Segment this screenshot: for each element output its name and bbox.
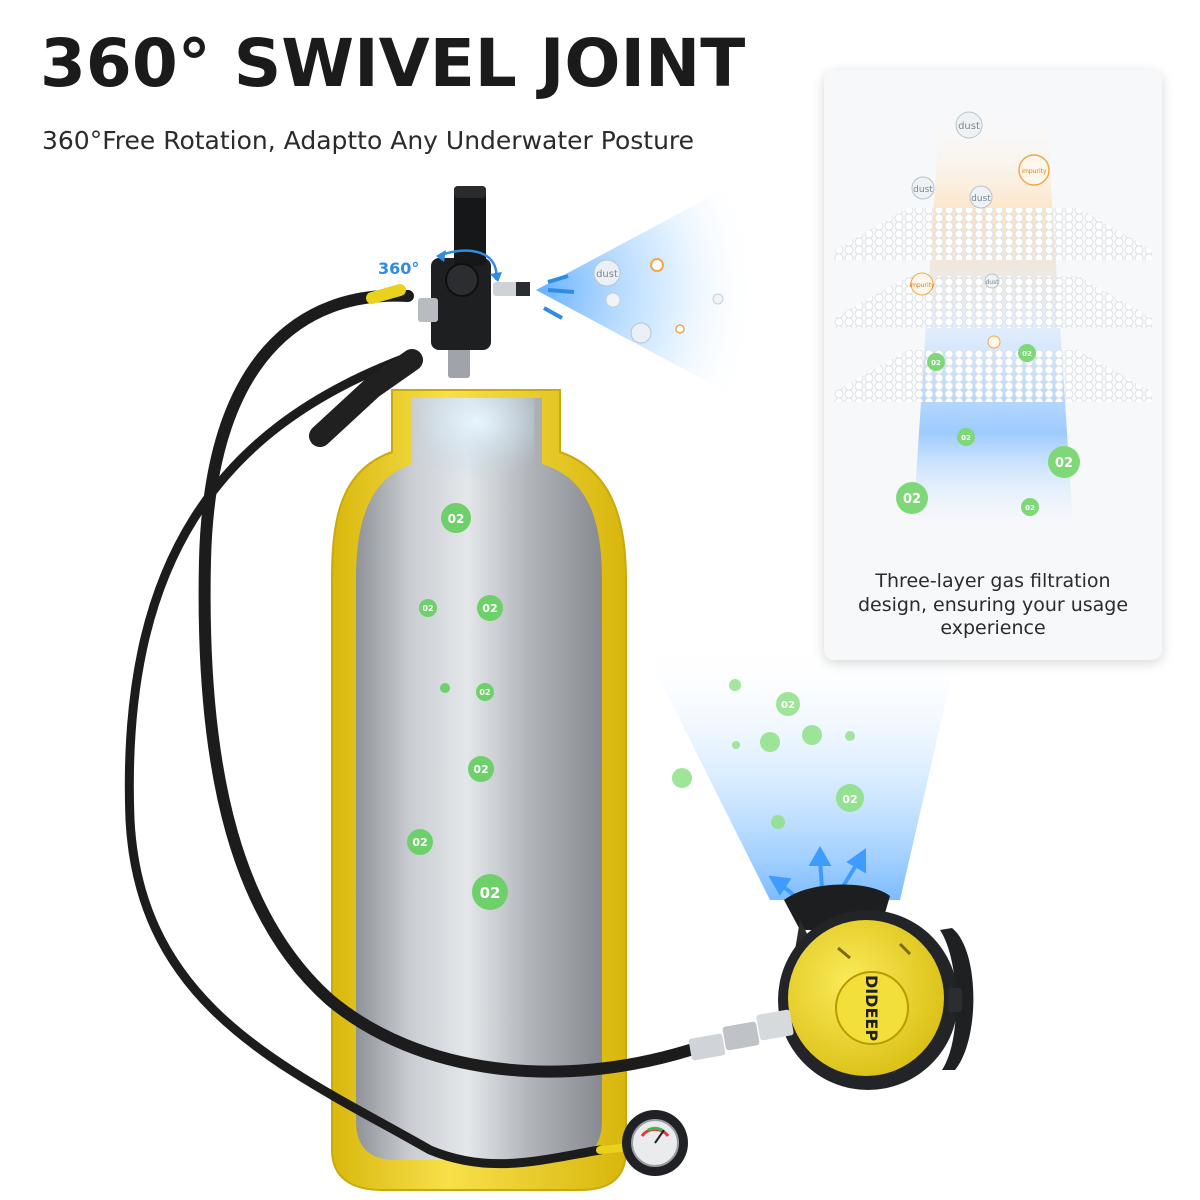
svg-text:02: 02 [1055, 456, 1073, 471]
filtration-diagram: dust dust dust impurity impurity dust 02… [834, 110, 1152, 540]
svg-text:impurity: impurity [1021, 168, 1047, 175]
svg-text:dust: dust [913, 185, 933, 195]
svg-text:02: 02 [842, 793, 857, 806]
gauge-hose [124, 355, 605, 1169]
svg-text:02: 02 [903, 492, 921, 507]
svg-text:impurity: impurity [909, 282, 935, 289]
svg-text:02: 02 [961, 434, 971, 442]
svg-text:dust: dust [971, 194, 991, 204]
dust-particle-icon [593, 259, 621, 287]
filtration-panel: dust dust dust impurity impurity dust 02… [824, 70, 1162, 660]
filter-layer-1 [834, 208, 1152, 260]
second-stage-regulator: DIDEEP [778, 884, 974, 1090]
oxygen-bubble-icon [441, 503, 471, 533]
hose-fitting [688, 1009, 794, 1061]
svg-text:dust: dust [958, 121, 980, 132]
svg-text:02: 02 [1022, 350, 1032, 358]
filter-layer-3 [834, 350, 1152, 402]
svg-text:dust: dust [596, 269, 618, 280]
brand-logo: DIDEEP [862, 975, 881, 1041]
filtered-oxygen-bubbles: 02 02 02 02 02 02 [896, 344, 1080, 516]
valve-airflow [536, 170, 760, 410]
pressure-gauge-icon [622, 1110, 688, 1176]
dust-particle-icon [955, 111, 983, 139]
rotation-label: 360° [378, 259, 420, 278]
svg-text:dust: dust [985, 279, 999, 286]
regulator-hose [198, 289, 696, 1078]
page-title: 360° SWIVEL JOINT [40, 25, 746, 102]
airflow-arrow-icon [768, 845, 866, 902]
svg-text:02: 02 [480, 884, 501, 902]
svg-text:02: 02 [1025, 504, 1035, 512]
regulator-airflow [640, 640, 960, 900]
svg-text:02: 02 [422, 604, 433, 613]
regulator-oxygen-bubbles: 02 02 [672, 679, 864, 829]
tank-oxygen-bubbles: 02 02 02 02 02 02 02 [407, 503, 508, 910]
svg-text:02: 02 [448, 512, 465, 526]
svg-text:02: 02 [479, 688, 490, 697]
svg-text:02: 02 [473, 763, 488, 776]
svg-text:02: 02 [931, 359, 941, 367]
svg-text:02: 02 [412, 836, 427, 849]
filtration-caption: Three-layer gas filtration design, ensur… [857, 570, 1129, 640]
svg-text:02: 02 [482, 602, 497, 615]
svg-text:02: 02 [781, 700, 795, 711]
rotation-arrow-icon [437, 249, 498, 281]
page-subtitle: 360°Free Rotation, Adaptto Any Underwate… [42, 126, 695, 155]
